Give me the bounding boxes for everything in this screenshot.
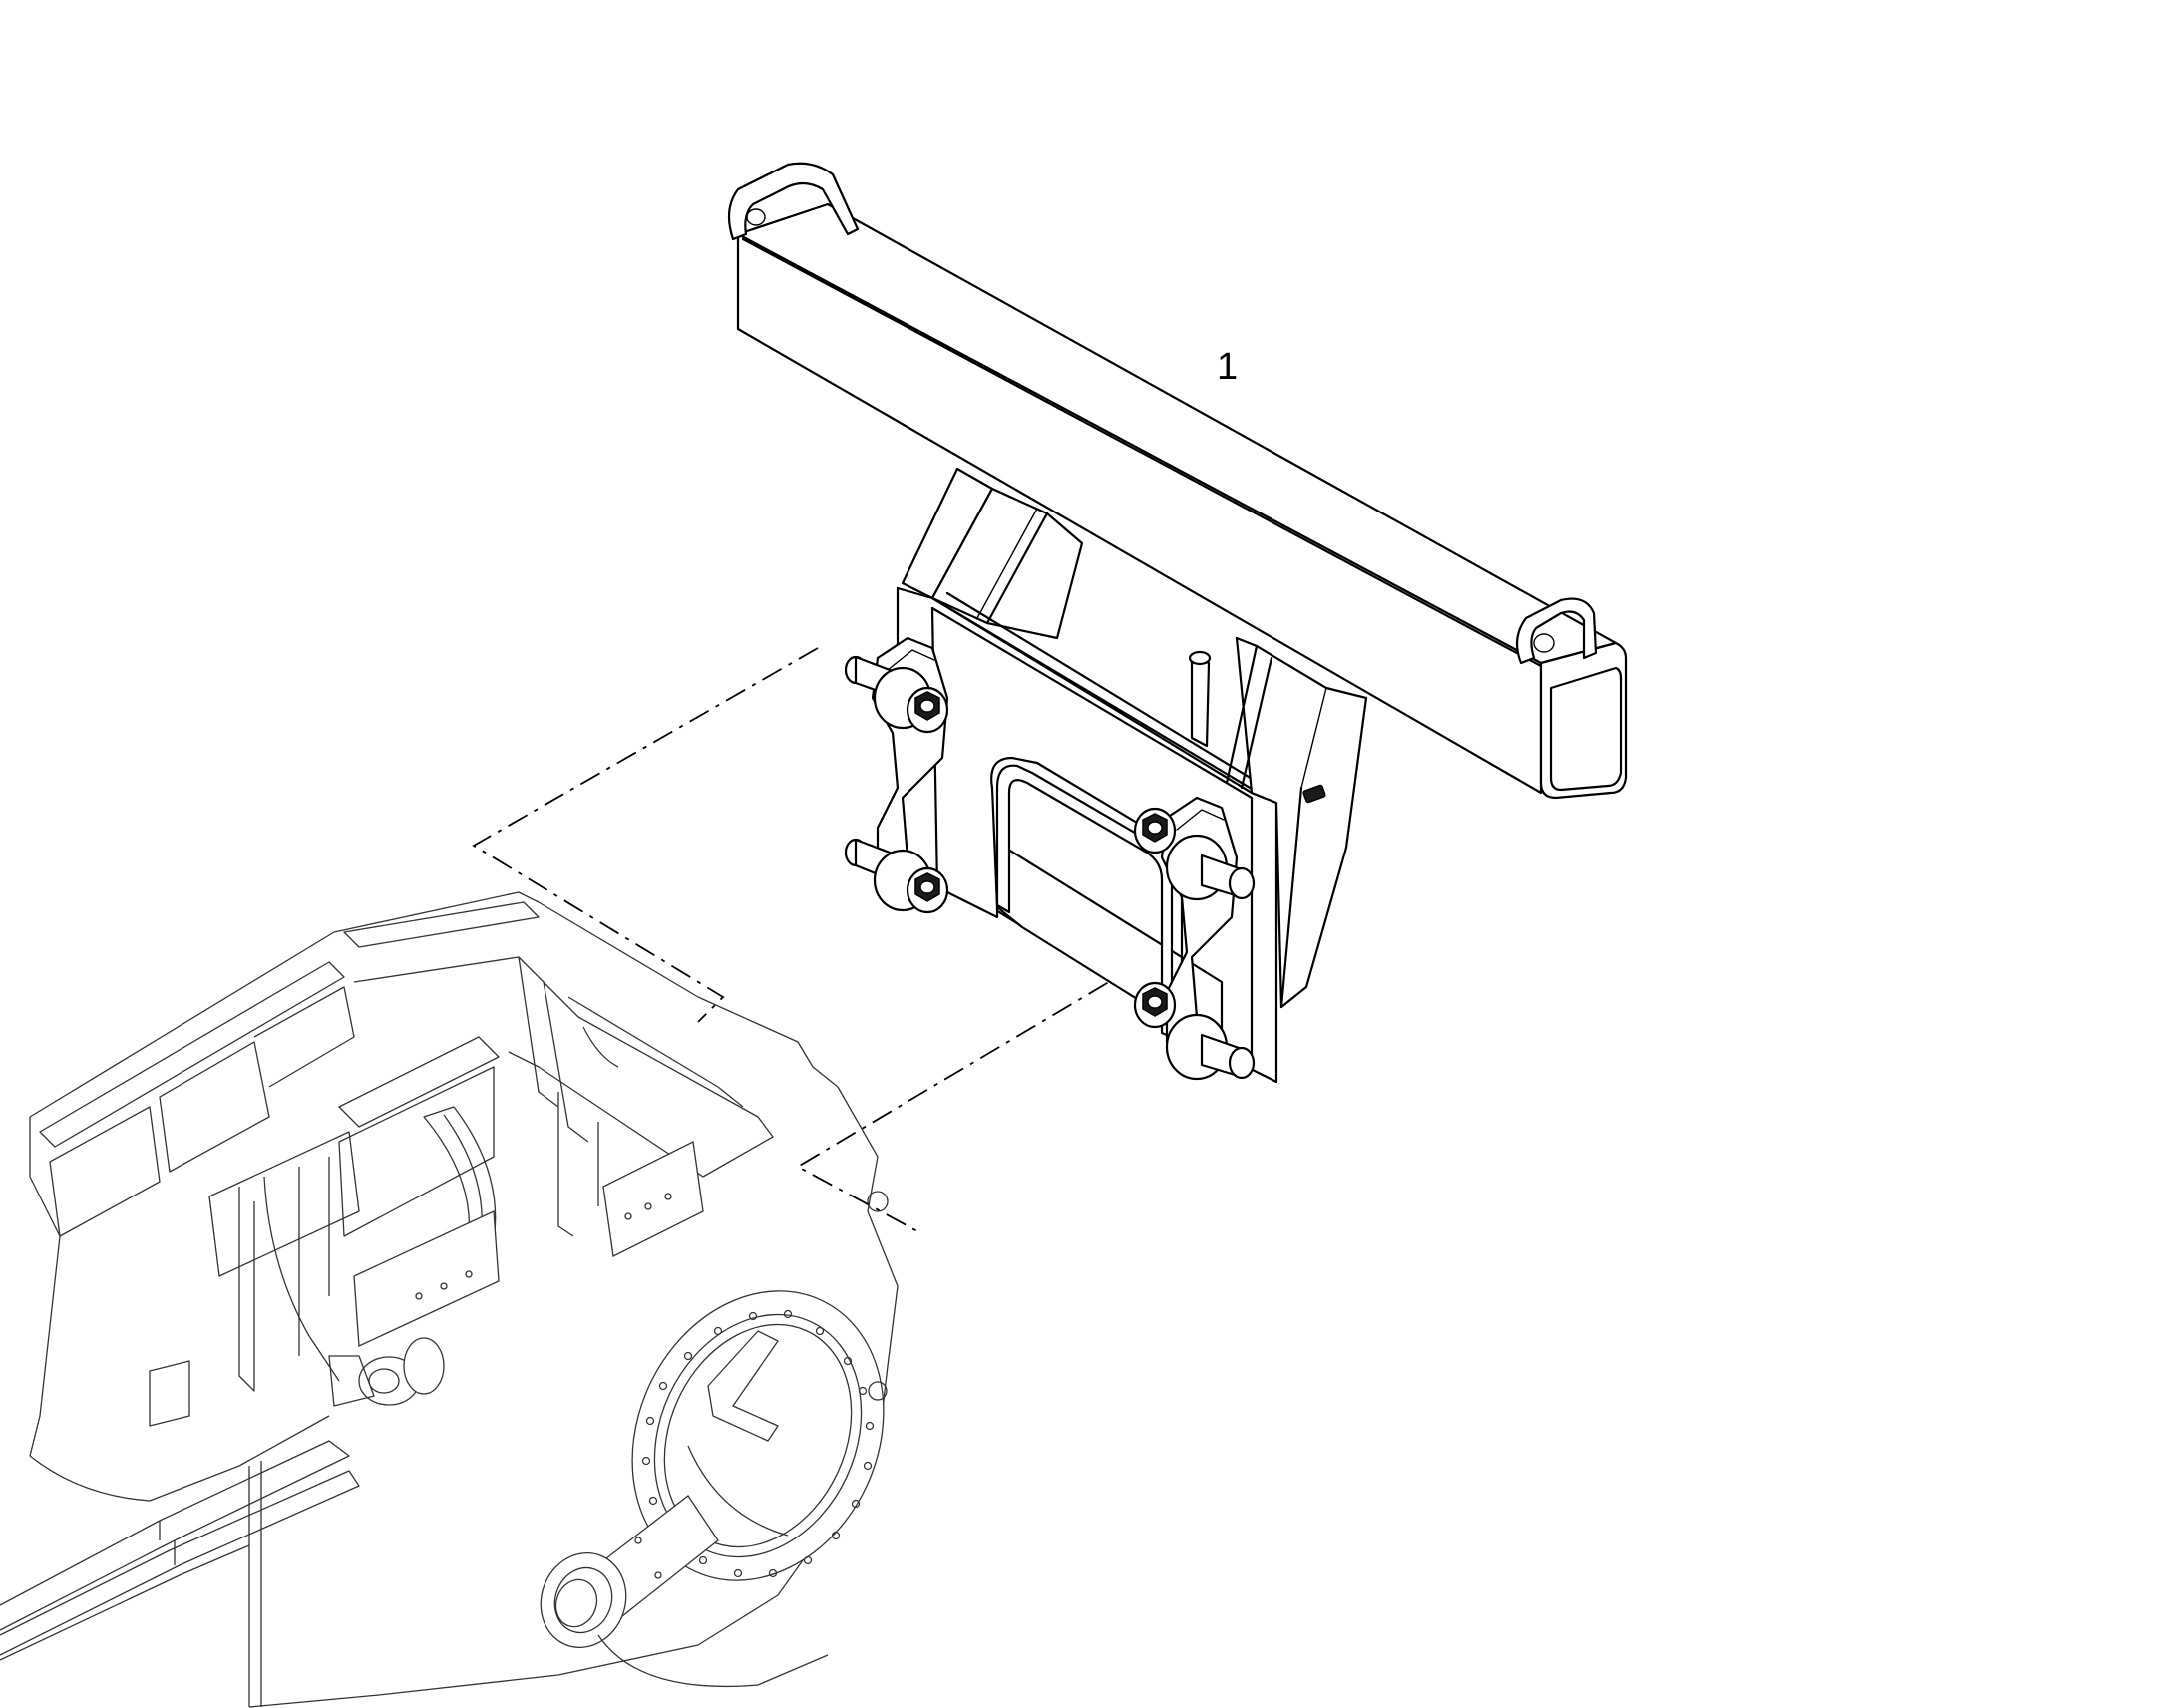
part-1-hitch-assembly bbox=[727, 162, 1628, 1084]
callout-part-1: 1 bbox=[1217, 346, 1238, 388]
pin-lower-right bbox=[1165, 1013, 1256, 1081]
bolt-upper-left bbox=[844, 655, 949, 734]
bumper-beam bbox=[727, 162, 1628, 800]
pin-upper-right bbox=[1165, 834, 1256, 901]
bolt-lower-right-rear bbox=[1133, 981, 1177, 1029]
assembly-lines bbox=[472, 647, 1253, 1232]
bolt-lower-left bbox=[844, 838, 949, 914]
truck-frame bbox=[0, 891, 899, 1708]
ring-bolt-holes bbox=[641, 1309, 875, 1578]
bolt-upper-right-rear bbox=[1133, 807, 1177, 854]
